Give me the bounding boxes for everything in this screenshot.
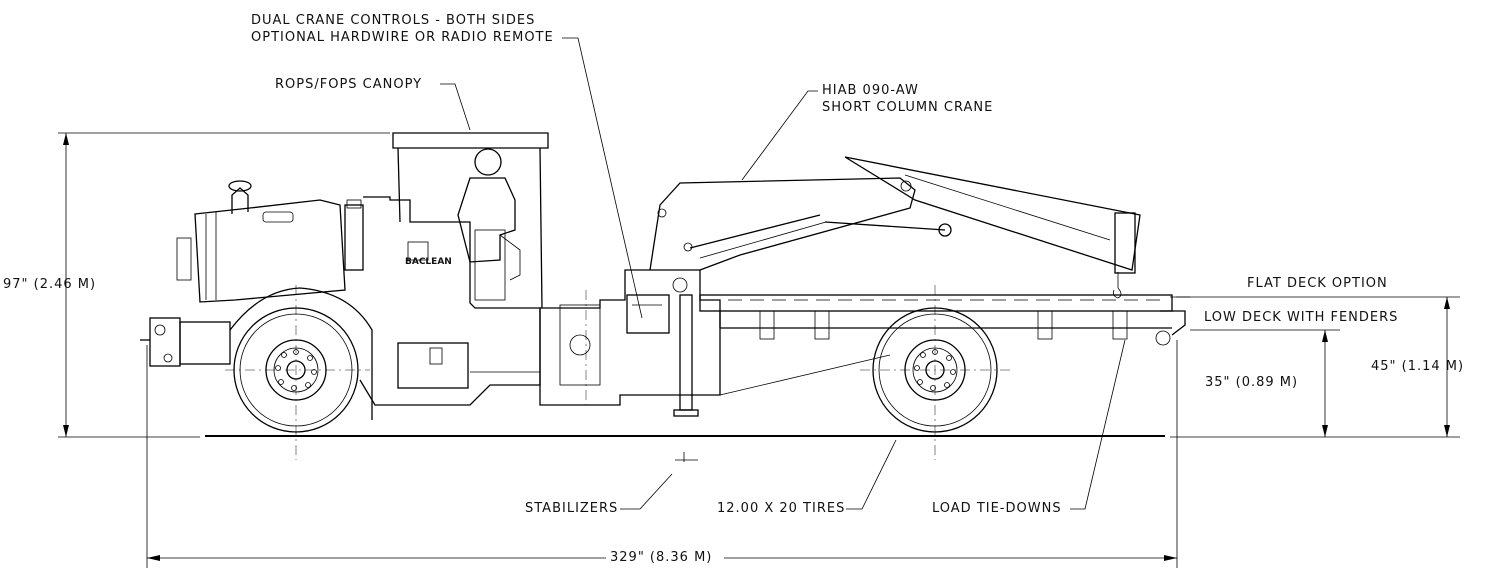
front-bumper (140, 317, 231, 367)
overall-height-label: 97" (2.46 M) (3, 277, 97, 292)
leader-crane (741, 90, 818, 181)
low-deck-height-label: 35" (0.89 M) (1205, 375, 1299, 390)
leader-canopy (440, 83, 471, 131)
low-deck-label: LOW DECK WITH FENDERS (1204, 310, 1399, 325)
leader-crane-controls (562, 37, 643, 319)
stabilizers-label: STABILIZERS (525, 501, 619, 516)
leader-stabilizers (620, 473, 673, 510)
leader-tires (846, 439, 897, 510)
crane-label-line2: SHORT COLUMN CRANE (822, 100, 994, 115)
canopy-label: ROPS/FOPS CANOPY (275, 77, 423, 92)
tires-label: 12.00 X 20 TIRES (717, 501, 846, 516)
deck (699, 294, 1186, 346)
flat-deck-label: FLAT DECK OPTION (1247, 276, 1388, 291)
flat-deck-height-label: 45" (1.14 M) (1371, 359, 1465, 374)
cab (359, 132, 549, 406)
leader-tie-downs (1070, 339, 1126, 510)
crane-label-line1: HIAB 090-AW (822, 83, 919, 98)
front-wheel (229, 287, 373, 433)
crane-controls-label-line2: OPTIONAL HARDWIRE OR RADIO REMOTE (251, 30, 554, 45)
chassis-frame (539, 269, 891, 417)
overall-length-label: 329" (8.36 M) (610, 550, 713, 565)
logo-text: BACLEAN (405, 257, 452, 267)
engine-hood (176, 180, 364, 303)
tie-downs-label: LOAD TIE-DOWNS (932, 501, 1062, 516)
crane-controls-label-line1: DUAL CRANE CONTROLS - BOTH SIDES (251, 13, 536, 28)
rear-wheel (872, 307, 998, 433)
crane (649, 156, 1141, 299)
